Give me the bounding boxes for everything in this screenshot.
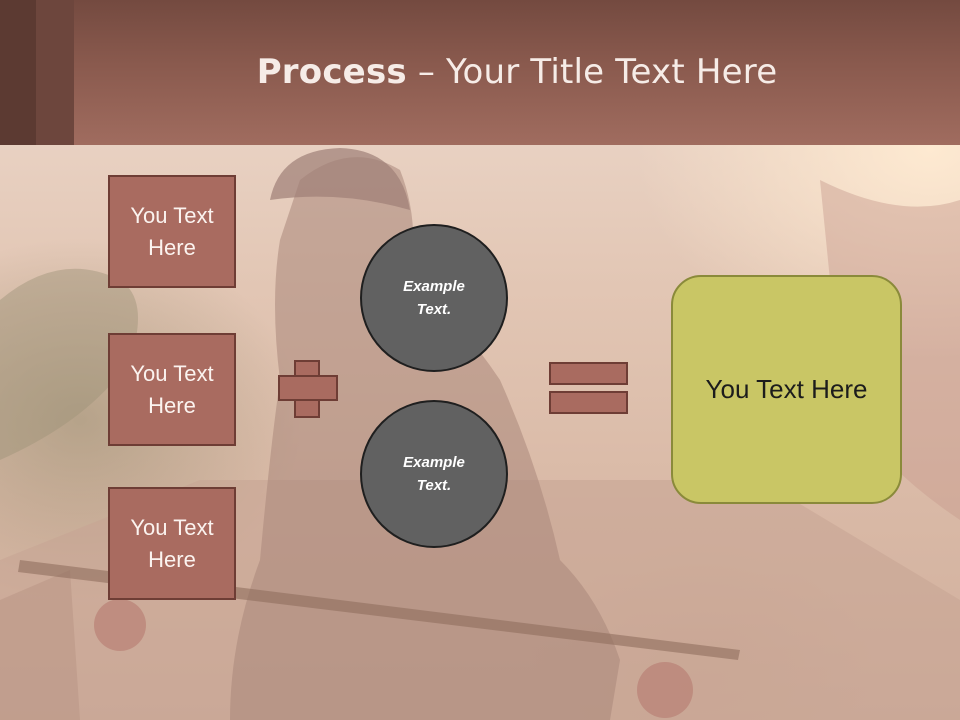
- slide-title-rest: – Your Title Text Here: [406, 52, 778, 92]
- plus-sign-center: [296, 377, 318, 399]
- example-circle-1: Example Text.: [360, 224, 508, 372]
- equals-bar-bottom: [549, 391, 628, 414]
- text-box-2: You Text Here: [108, 333, 236, 446]
- header-accent-stripe-2: [36, 0, 74, 145]
- slide-title: Process – Your Title Text Here: [74, 52, 960, 92]
- example-circle-2: Example Text.: [360, 400, 508, 548]
- slide-title-bold: Process: [256, 52, 407, 92]
- equals-bar-top: [549, 362, 628, 385]
- text-box-1: You Text Here: [108, 175, 236, 288]
- title-bar: Process – Your Title Text Here: [0, 0, 960, 145]
- header-accent-stripe: [0, 0, 36, 145]
- text-box-3: You Text Here: [108, 487, 236, 600]
- result-box: You Text Here: [671, 275, 902, 504]
